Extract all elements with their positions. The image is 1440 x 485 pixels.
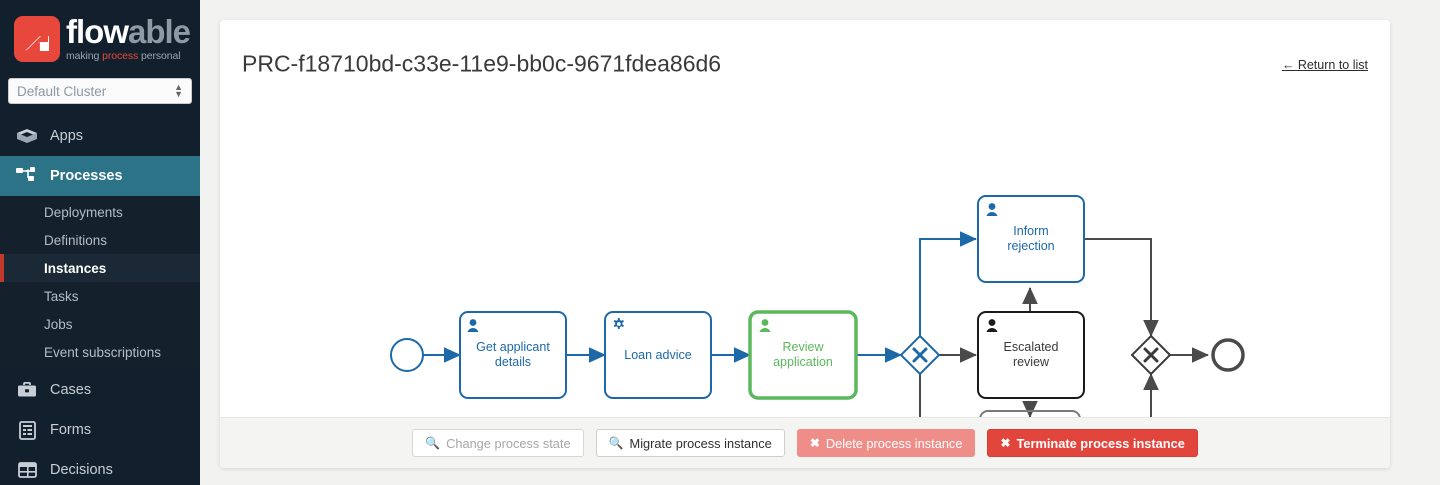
subnav-item-label: Event subscriptions [44, 344, 162, 360]
briefcase-icon [14, 380, 40, 400]
terminate-process-instance-button[interactable]: ✖ Terminate process instance [987, 429, 1198, 457]
button-label: Delete process instance [825, 435, 963, 451]
sidebar-item-cases[interactable]: Cases [0, 370, 200, 410]
exclusive-gateway-2[interactable] [1130, 334, 1172, 376]
magnifier-icon: 🔍 [425, 436, 441, 450]
brand-text: flowable making process personal [66, 12, 191, 64]
sidebar-item-label: Processes [50, 168, 123, 184]
sidebar-item-event-subscriptions[interactable]: Event subscriptions [0, 338, 200, 366]
task-label-line1: Review [783, 340, 825, 354]
sidebar-nav: Apps Processes Deployments Definitions I… [0, 116, 200, 485]
form-clipboard-icon [14, 420, 40, 440]
up-down-stepper-icon: ▲▼ [174, 82, 183, 99]
sidebar-item-label: Cases [50, 382, 92, 398]
brand-word-2: able [127, 12, 191, 50]
cluster-select[interactable]: Default Cluster ▲▼ [8, 78, 192, 104]
change-process-state-button[interactable]: 🔍 Change process state [412, 429, 584, 457]
task-label-line2: details [495, 355, 531, 369]
sidebar: flowable making process personal Default… [0, 0, 200, 485]
flow-gateway1-to-inform-rejection [919, 231, 977, 336]
sidebar-item-decisions[interactable]: Decisions [0, 450, 200, 485]
cross-icon: ✖ [1000, 436, 1011, 450]
magnifier-icon: 🔍 [608, 436, 624, 450]
sidebar-item-instances[interactable]: Instances [0, 254, 200, 282]
sidebar-item-label: Decisions [50, 462, 113, 478]
clipped-task-below [979, 410, 1081, 417]
sidebar-item-apps[interactable]: Apps [0, 116, 200, 156]
brand-tagline: making process personal [66, 51, 190, 62]
flow-inform-rejection-to-gateway2 [1084, 238, 1159, 337]
tagline-part-1: making [66, 49, 103, 62]
service-task-gear-icon [613, 318, 624, 329]
button-label: Terminate process instance [1016, 435, 1185, 451]
sidebar-item-forms[interactable]: Forms [0, 410, 200, 450]
process-tree-icon [14, 166, 40, 186]
brand-logo: flowable making process personal [0, 0, 200, 78]
task-label-line1: Inform [1013, 224, 1048, 238]
start-event[interactable] [390, 338, 424, 372]
card-header: PRC-f18710bd-c33e-11e9-bb0c-9671fdea86d6… [220, 20, 1390, 88]
sidebar-item-definitions[interactable]: Definitions [0, 226, 200, 254]
task-inform-rejection[interactable]: Inform rejection [977, 195, 1085, 283]
task-loan-advice[interactable]: Loan advice [604, 311, 712, 399]
sidebar-item-processes[interactable]: Processes [0, 156, 200, 196]
sidebar-item-tasks[interactable]: Tasks [0, 282, 200, 310]
subnav-item-label: Instances [44, 260, 107, 276]
bpmn-diagram-canvas: Get applicant details Loan advice Review [390, 195, 1245, 417]
card-footer-toolbar: 🔍 Change process state 🔍 Migrate process… [220, 417, 1390, 468]
task-label-line1: Loan advice [624, 348, 691, 362]
task-get-applicant-details[interactable]: Get applicant details [459, 311, 567, 399]
sidebar-item-label: Forms [50, 422, 92, 438]
user-task-icon [759, 319, 771, 332]
sidebar-item-deployments[interactable]: Deployments [0, 198, 200, 226]
button-label: Change process state [446, 435, 571, 451]
tagline-part-3: personal [138, 49, 181, 62]
return-to-list-link[interactable]: ← Return to list [1281, 58, 1368, 72]
sidebar-item-label: Apps [50, 128, 84, 144]
task-label-line2: rejection [1007, 239, 1054, 253]
task-label-line1: Escalated [1004, 340, 1059, 354]
end-event[interactable] [1211, 338, 1245, 372]
gateway-x-icon [1143, 347, 1159, 363]
button-label: Migrate process instance [629, 435, 772, 451]
task-escalated-review[interactable]: Escalated review [977, 311, 1085, 399]
brand-wordmark: flowable [66, 12, 191, 50]
cross-icon: ✖ [809, 436, 820, 450]
page-title: PRC-f18710bd-c33e-11e9-bb0c-9671fdea86d6 [242, 50, 722, 77]
delete-process-instance-button[interactable]: ✖ Delete process instance [796, 429, 976, 457]
task-label-line1: Get applicant [476, 340, 550, 354]
sidebar-item-jobs[interactable]: Jobs [0, 310, 200, 338]
subnav-item-label: Definitions [44, 232, 108, 248]
process-instance-card: PRC-f18710bd-c33e-11e9-bb0c-9671fdea86d6… [220, 20, 1390, 468]
gateway-x-icon [912, 347, 928, 363]
decision-table-icon [14, 460, 40, 480]
task-review-application[interactable]: Review application [748, 310, 858, 400]
sidebar-subnav-processes: Deployments Definitions Instances Tasks … [0, 196, 200, 370]
task-label-line2: review [1013, 355, 1050, 369]
subnav-item-label: Deployments [44, 204, 123, 220]
brand-word-1: flow [66, 12, 129, 50]
apps-box-icon [14, 126, 40, 146]
flowable-logo-icon [14, 16, 60, 62]
tagline-part-2: process [102, 49, 139, 62]
user-task-icon [986, 203, 998, 216]
user-task-icon [467, 319, 479, 332]
user-task-icon [986, 319, 998, 332]
subnav-item-label: Jobs [44, 316, 73, 332]
bpmn-diagram[interactable]: Get applicant details Loan advice Review [220, 88, 1390, 417]
cluster-select-value: Default Cluster [17, 83, 107, 99]
migrate-process-instance-button[interactable]: 🔍 Migrate process instance [595, 429, 785, 457]
task-label-line2: application [773, 355, 833, 369]
exclusive-gateway-1[interactable] [899, 334, 941, 376]
subnav-item-label: Tasks [44, 288, 79, 304]
